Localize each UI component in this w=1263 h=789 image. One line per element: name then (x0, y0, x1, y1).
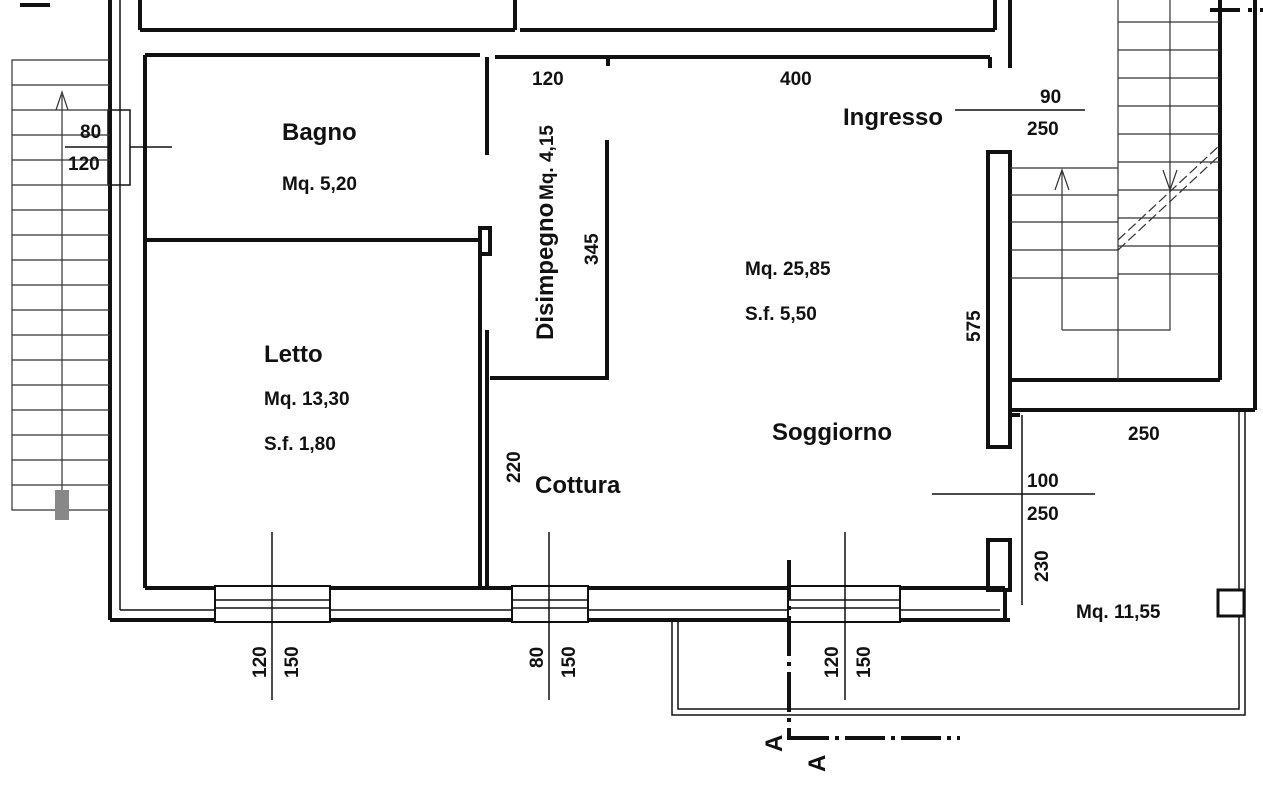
room-name-ingresso: Ingresso (843, 104, 943, 131)
dim-text: 80 (527, 647, 548, 668)
dim-text: 120 (822, 646, 843, 678)
room-area-terrazzo: Mq. 11,55 (1076, 602, 1161, 623)
dim-text: 150 (282, 646, 303, 678)
dim-text: 100 (1027, 471, 1059, 492)
dim-text: 120 (250, 646, 271, 678)
room-name-letto: Letto (264, 341, 323, 368)
dim-text: 230 (1032, 550, 1053, 582)
dim-text: 80 (80, 122, 101, 143)
room-name-cottura: Cottura (535, 472, 621, 499)
section-label: A (804, 755, 831, 772)
section-line (787, 560, 960, 740)
room-name-bagno: Bagno (282, 119, 357, 146)
room-labels: Bagno Mq. 5,20 Disimpegno Mq. 4,15 Ingre… (264, 104, 1161, 623)
room-name-soggiorno: Soggiorno (772, 419, 892, 446)
room-area-letto: Mq. 13,30 (264, 389, 350, 410)
room-name-disimpegno: Disimpegno (532, 203, 559, 340)
dim-text: 220 (504, 451, 525, 483)
dim-text: 120 (68, 154, 100, 175)
windows (130, 109, 1095, 700)
walls (107, 0, 1023, 622)
dim-text: 400 (780, 69, 812, 90)
dim-text: 250 (1128, 424, 1160, 445)
room-area-soggiorno: Mq. 25,85 (745, 259, 831, 280)
room-area-bagno: Mq. 5,20 (282, 174, 357, 195)
dim-text: 345 (582, 233, 603, 265)
balcony (671, 408, 1255, 716)
dim-text: 575 (964, 310, 985, 342)
dim-text: 120 (532, 69, 564, 90)
room-sf-letto: S.f. 1,80 (264, 434, 336, 455)
stairs-right (1010, 0, 1263, 410)
dim-text: 150 (559, 646, 580, 678)
dimension-labels: 80 120 120 400 90 250 345 575 250 220 10… (65, 69, 1160, 772)
section-label: A (761, 735, 788, 752)
dim-text: 90 (1040, 87, 1061, 108)
room-area-disimpegno: Mq. 4,15 (537, 125, 558, 200)
stairs-left (11, 3, 110, 520)
dim-text: 150 (854, 646, 875, 678)
dim-text: 250 (1027, 119, 1059, 140)
dim-text: 250 (1027, 504, 1059, 525)
room-sf-soggiorno: S.f. 5,50 (745, 304, 817, 325)
